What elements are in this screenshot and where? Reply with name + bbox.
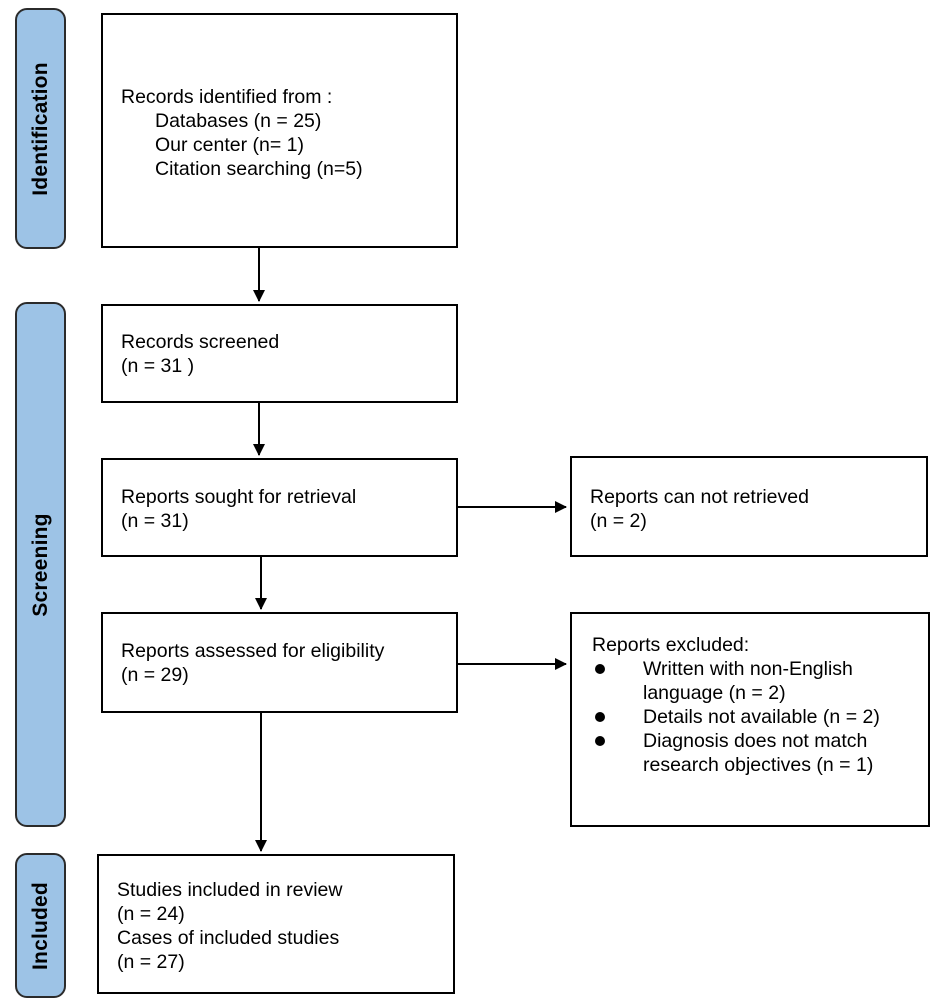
assessed-count: (n = 29) [121, 664, 189, 686]
sought-label: Reports sought for retrieval [121, 486, 357, 508]
identified-source-citation: Citation searching (n=5) [155, 158, 363, 180]
bullet-icon [595, 712, 605, 722]
box-records-identified: Records identified from : Databases (n =… [101, 13, 458, 248]
included-cases-count: (n = 27) [117, 951, 185, 973]
identified-source-databases: Databases (n = 25) [155, 110, 322, 132]
excluded-reason-line: research objectives (n = 1) [643, 754, 874, 776]
assessed-label: Reports assessed for eligibility [121, 640, 385, 662]
excluded-reason-line: Details not available (n = 2) [643, 706, 880, 728]
sought-count: (n = 31) [121, 510, 189, 532]
screened-label: Records screened [121, 331, 280, 353]
excluded-reason: Details not available (n = 2) [592, 705, 928, 729]
bullet-icon [595, 664, 605, 674]
not-retrieved-label: Reports can not retrieved [590, 486, 809, 508]
identified-source-center: Our center (n= 1) [155, 134, 305, 156]
excluded-reason: Diagnosis does not match research object… [592, 729, 928, 777]
identified-heading: Records identified from : [121, 86, 333, 108]
excluded-reason: Written with non-English language (n = 2… [592, 657, 928, 705]
included-cases-label: Cases of included studies [117, 927, 340, 949]
phase-screening: Screening [15, 302, 66, 827]
phase-included: Included [15, 853, 66, 998]
excluded-reason-line: Written with non-English [643, 658, 853, 680]
box-reports-assessed: Reports assessed for eligibility (n = 29… [101, 612, 458, 713]
excluded-reason-line: language (n = 2) [643, 682, 786, 704]
box-reports-not-retrieved: Reports can not retrieved (n = 2) [570, 456, 928, 557]
box-records-screened: Records screened (n = 31 ) [101, 304, 458, 403]
not-retrieved-count: (n = 2) [590, 510, 647, 532]
included-studies-label: Studies included in review [117, 879, 343, 901]
excluded-heading: Reports excluded: [592, 634, 750, 656]
box-reports-sought: Reports sought for retrieval (n = 31) [101, 458, 458, 557]
box-reports-excluded: Reports excluded: Written with non-Engli… [570, 612, 930, 827]
phase-identification: Identification [15, 8, 66, 249]
included-studies-count: (n = 24) [117, 903, 185, 925]
screened-count: (n = 31 ) [121, 355, 195, 377]
box-studies-included: Studies included in review (n = 24) Case… [97, 854, 455, 994]
excluded-reason-line: Diagnosis does not match [643, 730, 868, 752]
bullet-icon [595, 736, 605, 746]
